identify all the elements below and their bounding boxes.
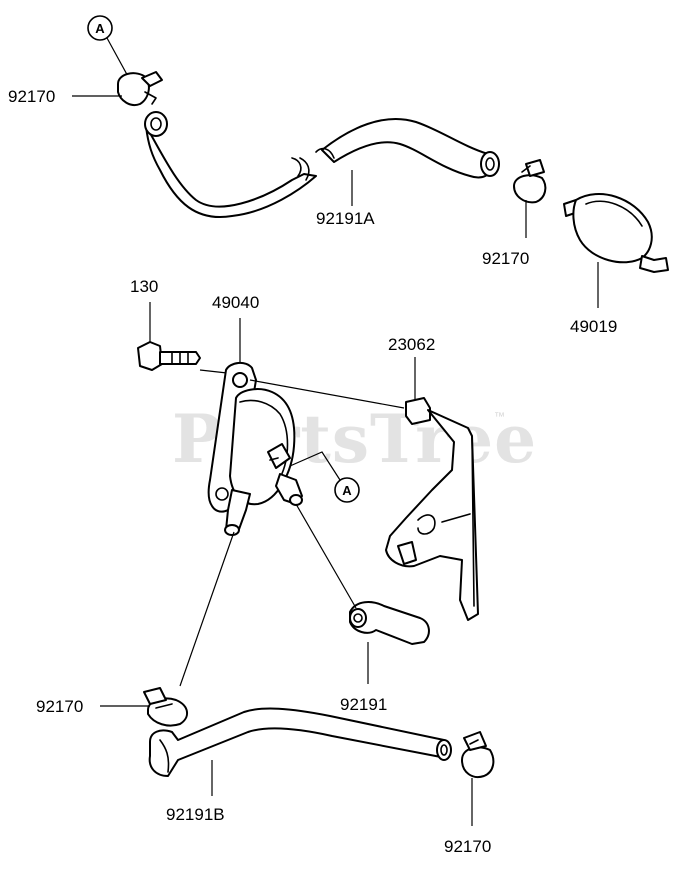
clamp-bottom-left-part[interactable] (100, 531, 235, 727)
fuel-filter-part[interactable] (563, 193, 669, 308)
callout-a-mid[interactable]: A (289, 451, 360, 503)
label-bracket[interactable]: 23062 (388, 335, 435, 354)
callout-a-mid-text: A (342, 483, 352, 498)
clamp-bottom-right-part[interactable] (461, 731, 495, 826)
hose-a-part[interactable] (144, 111, 500, 219)
label-hose-a[interactable]: 92191A (316, 209, 375, 228)
label-clamp-top-left[interactable]: 92170 (8, 87, 55, 106)
hose-b-part[interactable] (148, 707, 452, 796)
label-bolt[interactable]: 130 (130, 277, 158, 296)
callout-a-top[interactable]: A (87, 15, 131, 81)
label-hose-b[interactable]: 92191B (166, 805, 225, 824)
watermark-trademark: ™ (494, 411, 505, 423)
bolt-part[interactable] (137, 302, 237, 375)
label-fuel-filter[interactable]: 49019 (570, 317, 617, 336)
hose-part[interactable] (295, 503, 430, 684)
part-labels: 92170 92191A 92170 49019 130 49040 23062… (8, 87, 617, 856)
label-hose[interactable]: 92191 (340, 695, 387, 714)
clamp-top-right-part[interactable] (513, 159, 547, 238)
clamp-top-left-part[interactable] (72, 71, 163, 106)
bracket-part[interactable] (385, 357, 479, 621)
callout-a-top-text: A (95, 21, 105, 36)
label-clamp-bottom-right[interactable]: 92170 (444, 837, 491, 856)
label-fuel-pump[interactable]: 49040 (212, 293, 259, 312)
fuel-pump-part[interactable] (207, 318, 405, 536)
label-clamp-bottom-left[interactable]: 92170 (36, 697, 83, 716)
label-clamp-top-right[interactable]: 92170 (482, 249, 529, 268)
